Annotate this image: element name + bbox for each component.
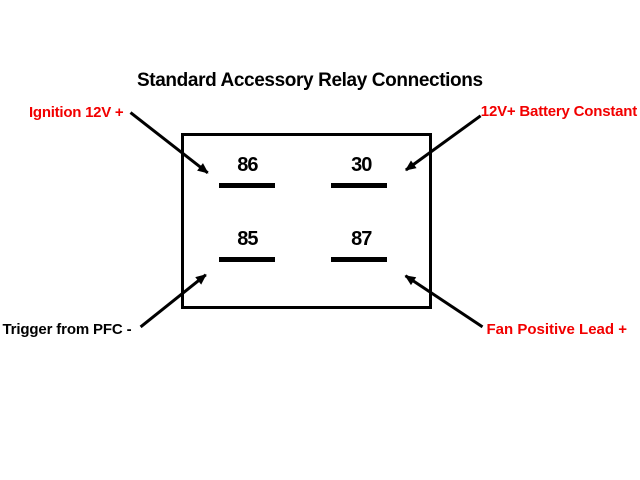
terminal-86-pin-number: 86 [237,154,258,177]
terminal-87-pin-number: 87 [351,228,372,251]
terminal-86-blade [219,183,276,189]
terminal-30-pin-number: 30 [351,154,372,177]
label-ignition-12v: Ignition 12V + [29,104,124,122]
terminal-87-blade [331,257,388,263]
label-fan-positive-lead: Fan Positive Lead + [486,320,627,338]
terminal-87: 87 [331,228,388,263]
terminal-85-blade [219,257,276,263]
terminal-30-blade [331,183,388,189]
label-battery-constant: 12V+ Battery Constant [480,102,638,120]
diagram-title: Standard Accessory Relay Connections [137,69,483,91]
terminal-86: 86 [219,154,276,189]
terminal-85: 85 [219,228,276,263]
terminal-85-pin-number: 85 [237,228,258,251]
relay-body-outline [180,132,432,309]
label-trigger-from-pfc: Trigger from PFC - [2,320,132,338]
terminal-30: 30 [331,154,388,189]
